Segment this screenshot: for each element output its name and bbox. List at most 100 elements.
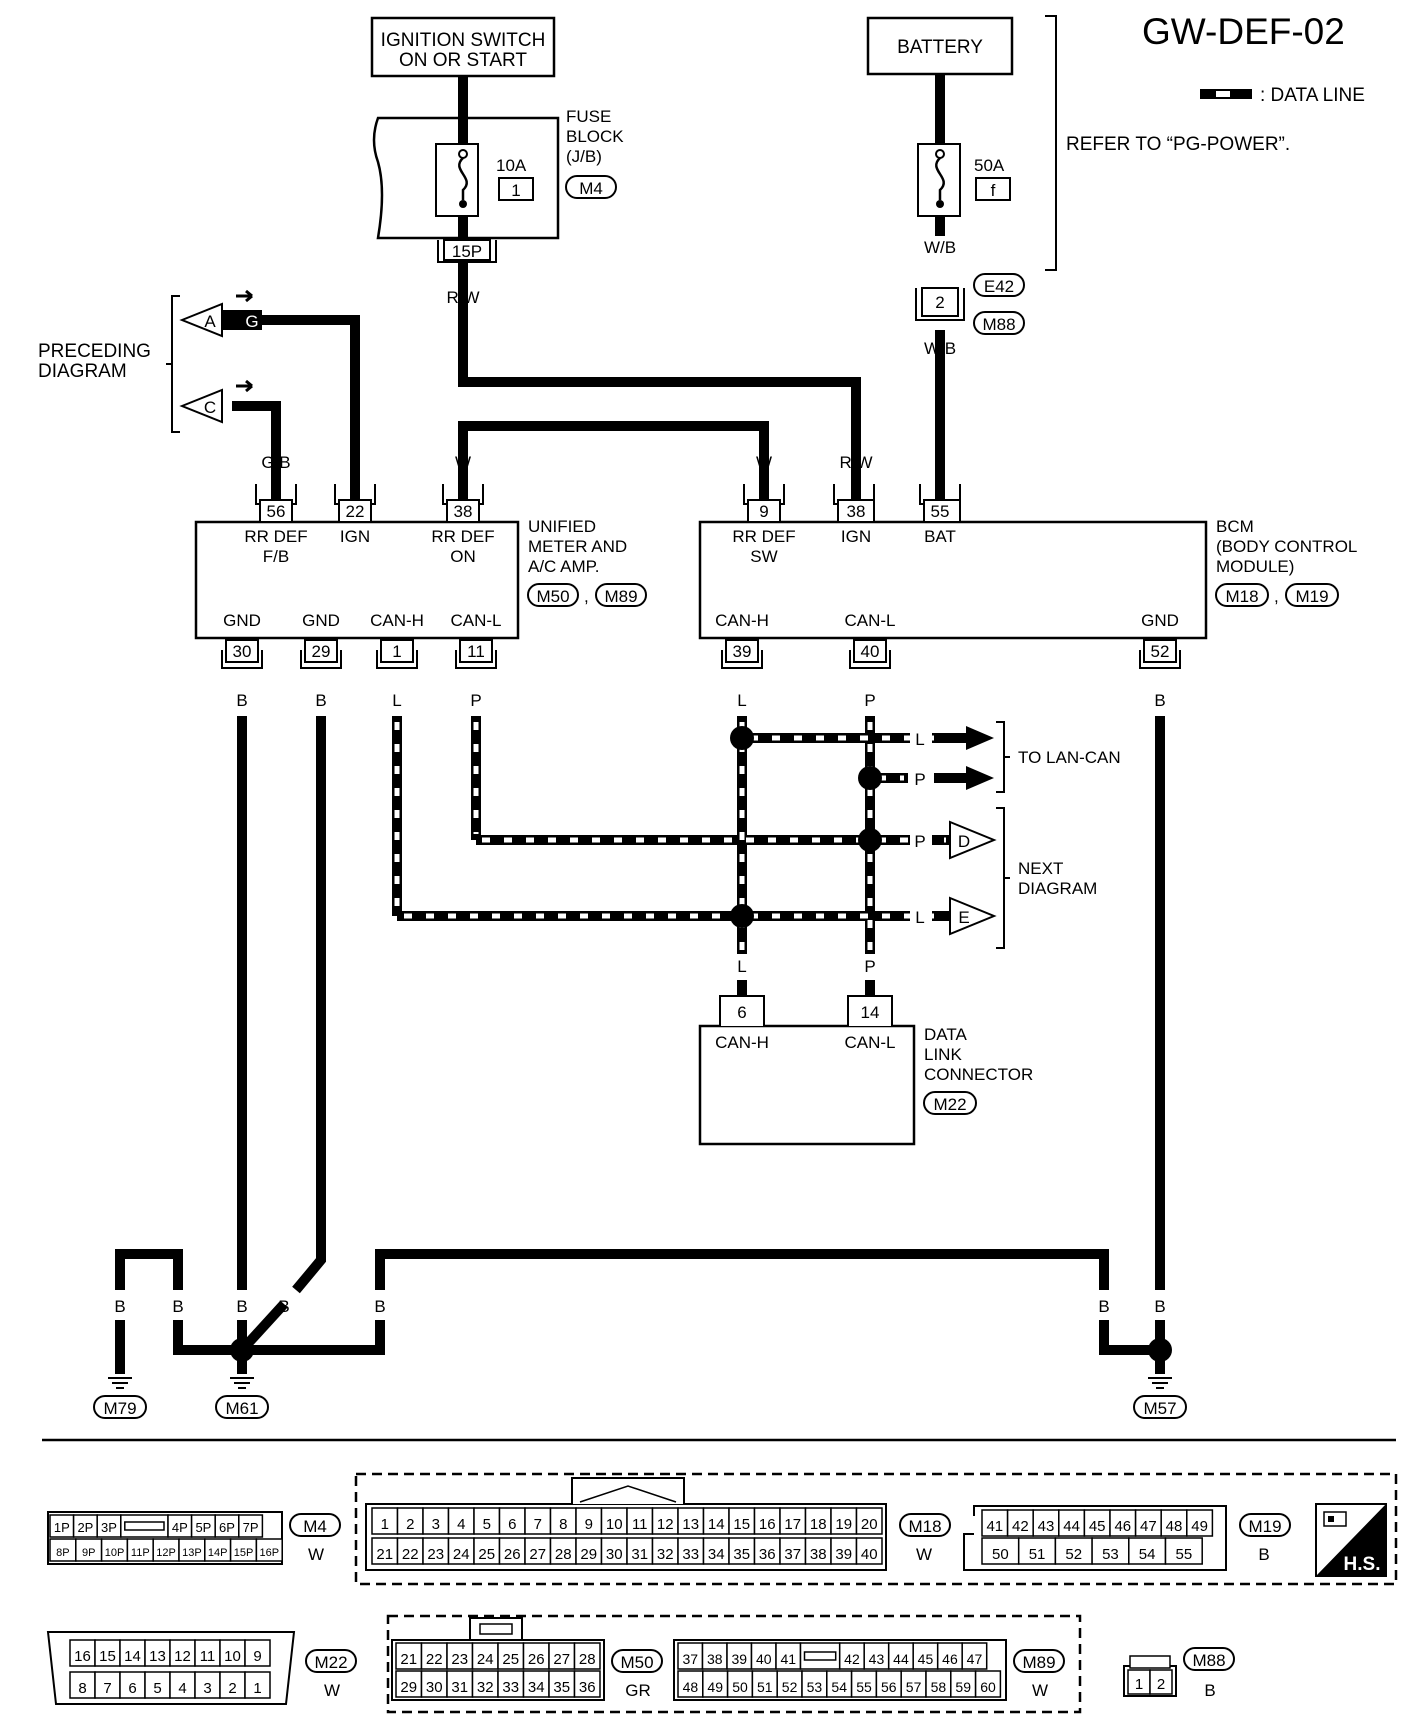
svg-text:11: 11 — [467, 642, 485, 661]
m18-cell-label: 35 — [733, 1546, 750, 1563]
m19-cell-label: 52 — [1065, 1546, 1082, 1563]
wire-color-gb: G/B — [261, 453, 290, 472]
m19-cell-label: 42 — [1012, 1518, 1029, 1535]
m18-cell: 8 — [549, 1507, 577, 1535]
m18-cell: 38 — [804, 1537, 832, 1565]
meter-pin-11: 11 — [455, 639, 497, 669]
legend-label: : DATA LINE — [1260, 85, 1365, 106]
m22-cell: 14 — [119, 1639, 146, 1667]
svg-text:39: 39 — [733, 642, 752, 661]
m18-cell-label: 13 — [682, 1516, 699, 1533]
m50-cell: 24 — [471, 1642, 499, 1670]
m18-cell: 1 — [371, 1507, 399, 1535]
svg-text:B: B — [374, 1297, 385, 1316]
m18-cell: 32 — [651, 1537, 679, 1565]
m89-cell: 45 — [912, 1642, 939, 1670]
m89-cell-label: 56 — [881, 1679, 897, 1695]
m22-cell: 4 — [169, 1671, 196, 1699]
m19-cell-label: 54 — [1139, 1546, 1156, 1563]
m18-cell: 14 — [702, 1507, 730, 1535]
m89-cell: 55 — [850, 1670, 878, 1698]
m18-cell-label: 4 — [457, 1516, 465, 1533]
m4-cell-label: 16P — [260, 1547, 280, 1559]
wire-color-wb-top: W/B — [924, 238, 956, 257]
m50-cell-label: 24 — [477, 1651, 494, 1668]
connector-e-label: E — [958, 908, 969, 927]
m4-cell: 9P — [75, 1538, 103, 1562]
m22-cell-label: 6 — [128, 1680, 136, 1697]
m19-id: M19 — [1248, 1517, 1281, 1536]
meter-name-1: UNIFIED — [528, 517, 596, 536]
m89-cell-label: 43 — [869, 1651, 885, 1667]
connector-group-m18-m19 — [354, 1472, 1398, 1586]
bcm-pin-9: 9 — [743, 484, 785, 523]
bcm-pin-38: 38 — [833, 484, 875, 523]
m19-cell: 43 — [1032, 1509, 1060, 1537]
wire-color-l-bcm: L — [737, 691, 746, 710]
bcm-conn-m18: M18 — [1225, 587, 1258, 606]
bcm-label-rrdef-sw-2: SW — [750, 547, 777, 566]
m89-cell: 52 — [776, 1670, 803, 1698]
m22-cell: 9 — [244, 1639, 271, 1667]
ground-m61: M61 — [225, 1399, 258, 1418]
m89-cell: 47 — [961, 1642, 988, 1670]
dlc-label-can-l: CAN-L — [844, 1033, 895, 1052]
svg-text:B: B — [114, 1297, 125, 1316]
m22-cell-label: 9 — [253, 1648, 261, 1665]
m22-cell: 5 — [144, 1671, 171, 1699]
m89-cell: 53 — [801, 1670, 828, 1698]
m19-cell-label: 46 — [1114, 1518, 1131, 1535]
m50-cell-label: 33 — [502, 1679, 519, 1696]
dlc-conn: M22 — [933, 1095, 966, 1114]
m4-cell-label: 1P — [54, 1520, 70, 1535]
m19-cell-label: 55 — [1176, 1546, 1193, 1563]
m50-cell: 31 — [446, 1670, 474, 1698]
diagram-title: GW-DEF-02 — [1142, 11, 1345, 52]
m22-cell-label: 3 — [203, 1680, 211, 1697]
m18-cell: 31 — [626, 1537, 654, 1565]
m50-cell-label: 28 — [579, 1651, 596, 1668]
m22-cell: 11 — [194, 1639, 221, 1667]
fuse-block: 10A 1 FUSE BLOCK (J/B) M4 15P — [372, 107, 624, 263]
m89-cell-label: 51 — [757, 1679, 773, 1695]
m22-cell: 12 — [169, 1639, 196, 1667]
m19-cell-label: 47 — [1140, 1518, 1157, 1535]
hs-badge: H.S. — [1315, 1503, 1387, 1577]
m22-cell: 15 — [94, 1639, 121, 1667]
connector-d-label: D — [958, 832, 970, 851]
m22-cell: 2 — [219, 1671, 246, 1699]
m22-cell-label: 7 — [103, 1680, 111, 1697]
m4-cell-label: 7P — [243, 1520, 259, 1535]
m4-cell — [120, 1514, 169, 1538]
bcm-name-1: BCM — [1216, 517, 1254, 536]
m50-cell-label: 32 — [477, 1679, 494, 1696]
m4-cell-label: 8P — [56, 1547, 69, 1559]
m22-cell-label: 10 — [224, 1648, 241, 1665]
wire-color-p-bcm: P — [864, 691, 875, 710]
m18-cell-label: 7 — [534, 1516, 542, 1533]
m89-color: W — [1032, 1681, 1048, 1700]
meter-label-rrdef-fb-2: F/B — [263, 547, 289, 566]
ignition-switch: IGNITION SWITCH ON OR START — [370, 16, 556, 78]
bcm-pin-40: 40 — [849, 639, 891, 669]
unified-meter-module: 56 22 38 RR DEF F/B IGN RR DEF ON GND GN… — [194, 484, 647, 669]
m19-cell: 52 — [1054, 1537, 1093, 1565]
m18-cell-label: 23 — [427, 1546, 444, 1563]
m89-cell: 46 — [936, 1642, 963, 1670]
m89-cell: 51 — [751, 1670, 778, 1698]
m89-cell-label: 38 — [707, 1651, 723, 1667]
m22-cell: 10 — [219, 1639, 246, 1667]
m89-cell-label: 59 — [955, 1679, 971, 1695]
m18-cell-label: 6 — [508, 1516, 516, 1533]
m18-cell-label: 19 — [835, 1516, 852, 1533]
m18-color: W — [916, 1545, 932, 1564]
m19-cell-label: 45 — [1089, 1518, 1106, 1535]
wire-color-l-dlc: L — [737, 957, 746, 976]
m4-cell-label: 6P — [219, 1520, 235, 1535]
m18-cell-label: 3 — [432, 1516, 440, 1533]
preceding-label-2: DIAGRAM — [38, 361, 127, 382]
